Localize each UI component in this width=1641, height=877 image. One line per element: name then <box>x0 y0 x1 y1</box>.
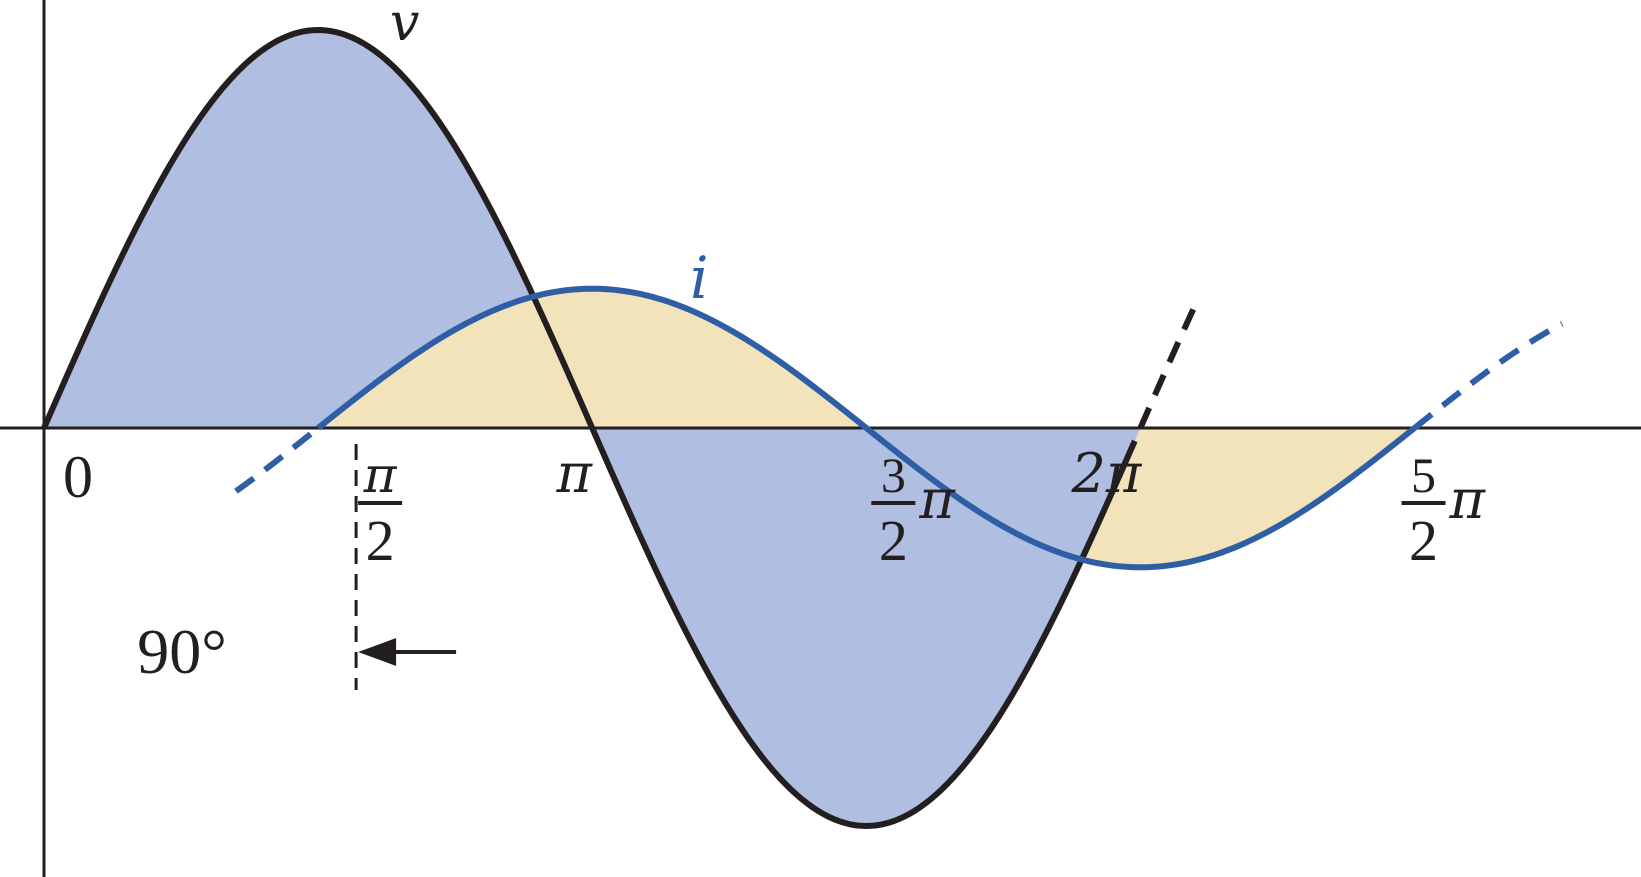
series-i-dashed-start <box>234 425 320 494</box>
x-tick-label-2: π <box>555 442 593 505</box>
series-label-i: i <box>690 244 709 312</box>
tick-suffix: π <box>918 468 956 531</box>
v-fill-negative-lobe <box>592 428 1141 826</box>
phase-annotation: 90° <box>137 616 227 687</box>
series-v-line <box>41 27 1129 830</box>
series-label-v: v <box>390 0 419 53</box>
phase-arrow-head <box>358 638 397 666</box>
tick-text: 2π <box>1070 442 1142 505</box>
tick-denominator: 2 <box>366 508 395 573</box>
x-tick-label-0: 0 <box>63 444 93 510</box>
series-labels: vi <box>390 0 709 312</box>
series-i-line <box>316 285 1417 571</box>
phase-arrow: 90° <box>137 616 457 687</box>
series-i-dashed-end <box>1412 321 1564 431</box>
tick-text: π <box>555 442 593 505</box>
x-tick-label-3: 32π <box>871 447 956 573</box>
tick-denominator: 2 <box>879 508 908 573</box>
x-tick-label-1: π2 <box>358 446 403 573</box>
tick-numerator: 3 <box>881 447 906 503</box>
tick-denominator: 2 <box>1409 508 1438 573</box>
series-v-dashed-end <box>1123 302 1199 463</box>
tick-numerator: π <box>363 446 398 504</box>
tick-numerator: 5 <box>1411 447 1436 503</box>
x-tick-label-4: 2π <box>1070 442 1142 505</box>
tick-suffix: π <box>1449 468 1487 531</box>
x-tick-label-5: 52π <box>1401 447 1487 573</box>
series-curves <box>41 27 1564 830</box>
tick-text: 0 <box>63 444 93 510</box>
